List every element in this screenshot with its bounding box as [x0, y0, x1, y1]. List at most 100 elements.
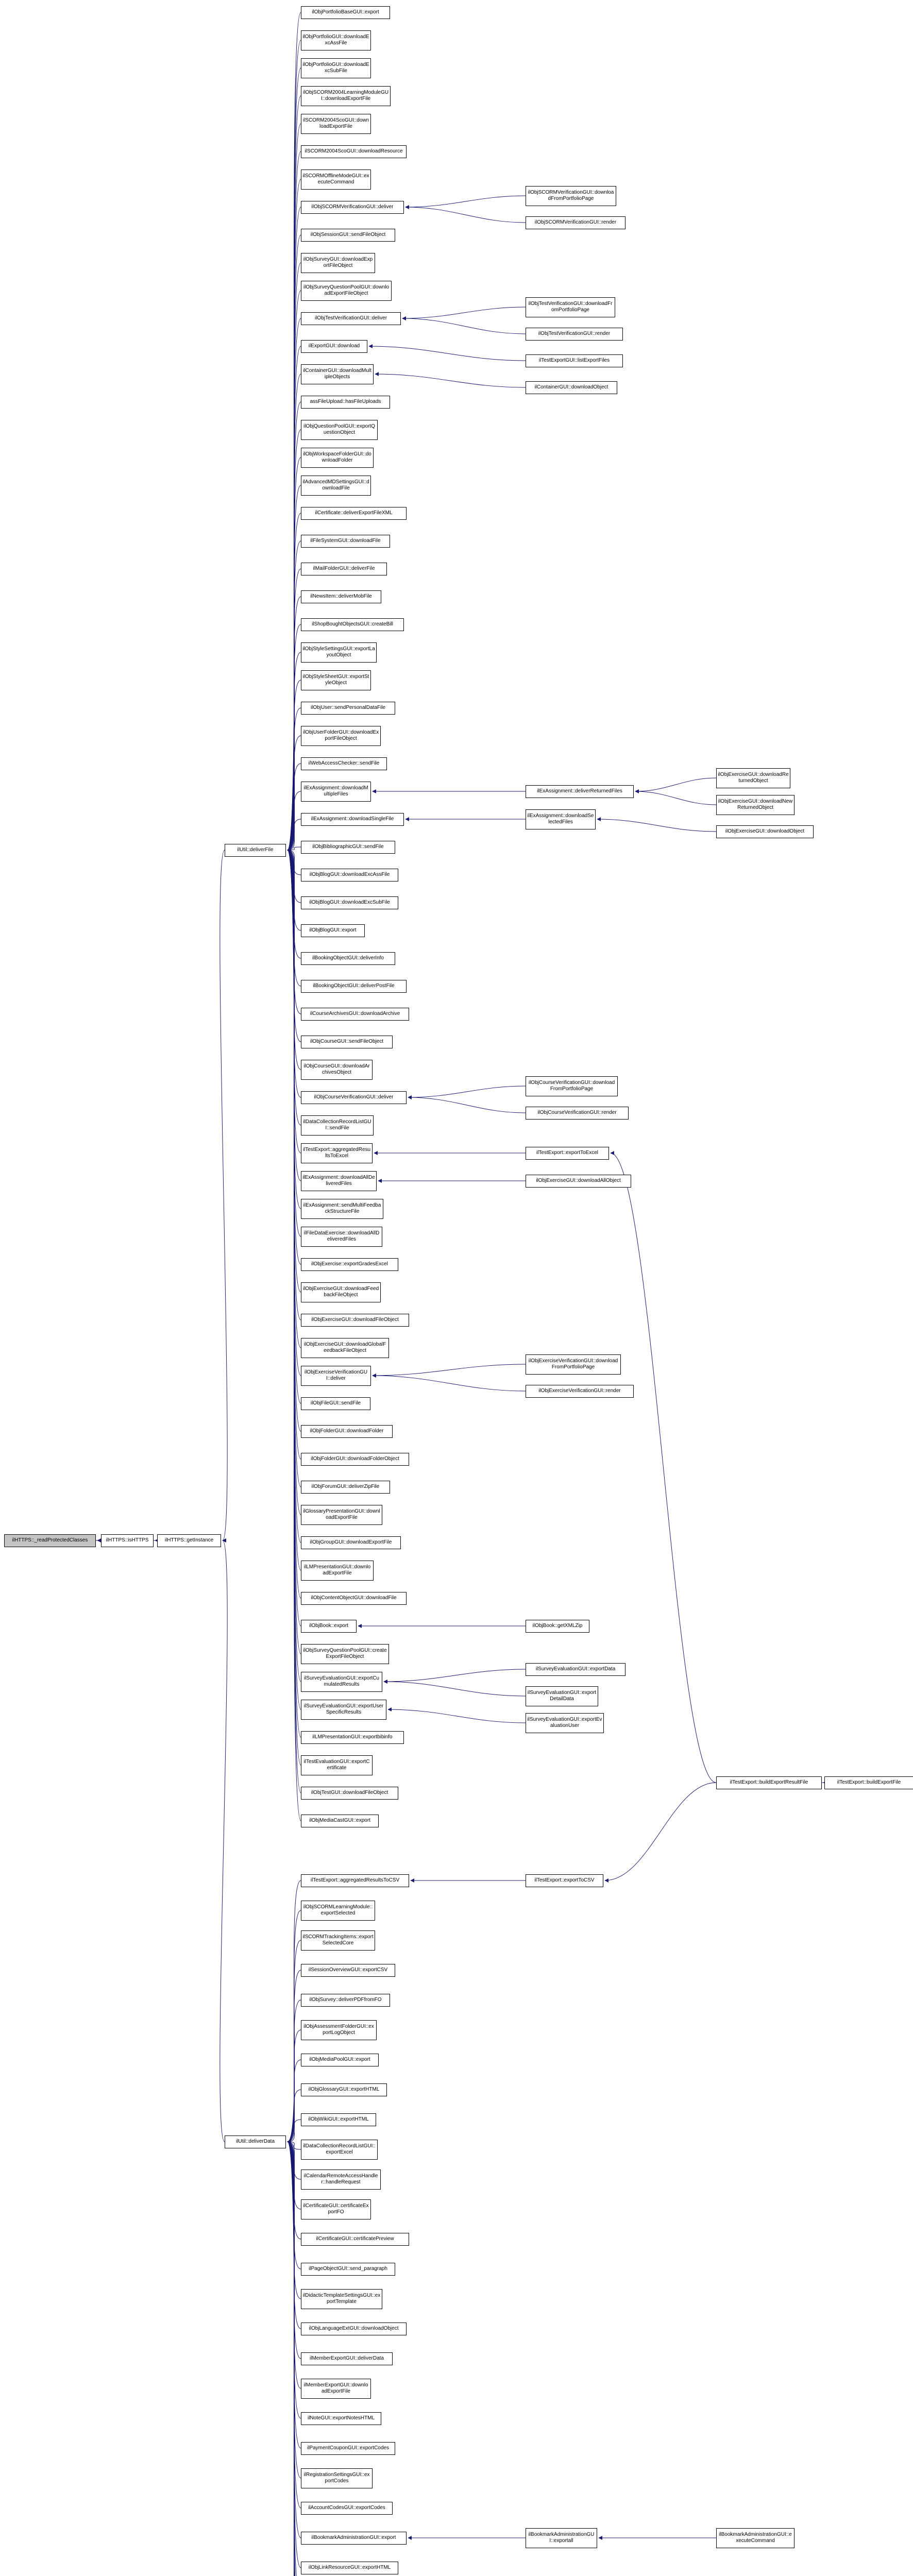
graph-node-b15[interactable]: ilDidacticTemplateSettingsGUI::exportTem… [301, 2289, 382, 2309]
graph-node-r7[interactable]: ilExAssignment::deliverReturnedFiles [526, 785, 634, 798]
graph-node-r5[interactable]: ilTestExportGUI::listExportFiles [526, 354, 623, 367]
graph-node-b18[interactable]: ilMemberExportGUI::downloadExportFile [301, 2378, 371, 2399]
graph-node-b6[interactable]: ilObjAssessmentFolderGUI::exportLogObjec… [301, 2020, 377, 2040]
graph-node-a39[interactable]: ilObjCourseGUI::downloadArchivesObject [301, 1059, 373, 1080]
graph-node-a19[interactable]: ilCertificate::deliverExportFileXML [301, 506, 407, 520]
graph-node-a50[interactable]: ilObjExerciseVerificationGUI::deliver [301, 1365, 371, 1386]
graph-node-a10[interactable]: ilObjSurveyGUI::downloadExportFileObject [301, 252, 375, 273]
graph-node-a32[interactable]: ilObjBlogGUI::downloadExcAssFile [301, 868, 398, 882]
graph-node-a40[interactable]: ilObjCourseVerificationGUI::deliver [301, 1091, 407, 1104]
graph-node-b22[interactable]: ilAccountCodesGUI::exportCodes [301, 2501, 393, 2515]
graph-node-a63[interactable]: ilLMPresentationGUI::exportbibinfo [301, 1731, 404, 1744]
graph-node-a21[interactable]: ilMailFolderGUI::deliverFile [301, 562, 387, 575]
graph-node-b19[interactable]: ilNoteGUI::exportNotesHTML [301, 2412, 381, 2425]
graph-node-r2[interactable]: ilObjSCORMVerificationGUI::render [526, 216, 625, 229]
graph-node-df[interactable]: ilUtil::deliverFile [225, 843, 286, 857]
graph-node-rb2[interactable]: ilBookmarkAdministrationGUI::exportall [526, 2528, 597, 2548]
graph-node-h2[interactable]: ilHTTPS::isHTTPS [101, 1534, 154, 1547]
graph-node-a49[interactable]: ilObjExerciseGUI::downloadGlobalFeedback… [301, 1337, 389, 1358]
graph-node-b7[interactable]: ilObjMediaPoolGUI::export [301, 2053, 379, 2066]
graph-node-a48[interactable]: ilObjExerciseGUI::downloadFileObject [301, 1313, 409, 1327]
graph-node-b23[interactable]: ilBookmarkAdministrationGUI::export [301, 2531, 407, 2545]
graph-node-a55[interactable]: ilGlossaryPresentationGUI::downloadExpor… [301, 1504, 382, 1525]
graph-node-b13[interactable]: ilCertificateGUI::certificatePreview [301, 2232, 409, 2246]
graph-node-b3[interactable]: ilSCORMTrackingItems::exportSelectedCore [301, 1930, 375, 1951]
graph-node-b17[interactable]: ilMemberExportGUI::deliverData [301, 2352, 393, 2365]
graph-node-b2[interactable]: ilObjSCORMLearningModule::exportSelected [301, 1900, 375, 1921]
graph-node-r6[interactable]: ilContainerGUI::downloadObject [526, 381, 617, 394]
graph-node-r10[interactable]: ilObjCourseVerificationGUI::render [526, 1106, 629, 1120]
graph-node-a5[interactable]: ilSCORM2004ScoGUI::downloadExportFile [301, 113, 371, 134]
graph-node-r4[interactable]: ilObjTestVerificationGUI::render [526, 327, 623, 341]
graph-node-b14[interactable]: ilPageObjectGUI::send_paragraph [301, 2262, 395, 2276]
graph-node-a57[interactable]: ilLMPresentationGUI::downloadExportFile [301, 1560, 374, 1581]
graph-node-b24[interactable]: ilObjLinkResourceGUI::exportHTML [301, 2561, 398, 2574]
graph-node-a58[interactable]: ilObjContentObjectGUI::downloadFile [301, 1591, 407, 1605]
graph-node-a60[interactable]: ilObjSurveyQuestionPoolGUI::createExport… [301, 1643, 389, 1664]
graph-node-f5[interactable]: ilTestExport::buildExportFile [824, 1776, 913, 1789]
graph-node-b10[interactable]: ilDataCollectionRecordListGUI::exportExc… [301, 2139, 378, 2160]
graph-node-a38[interactable]: ilObjCourseGUI::sendFileObject [301, 1035, 393, 1048]
graph-node-r15[interactable]: ilObjBook::getXMLZip [526, 1619, 589, 1633]
graph-node-f4[interactable]: ilTestExport::buildExportResultFile [716, 1776, 822, 1789]
graph-node-b5[interactable]: ilObjSurvey::deliverPDFfromFO [301, 1993, 390, 2007]
graph-node-b9[interactable]: ilObjWikiGUI::exportHTML [301, 2113, 376, 2126]
graph-node-a17[interactable]: ilObjWorkspaceFolderGUI::downloadFolder [301, 447, 374, 468]
graph-node-f3[interactable]: ilObjExerciseGUI::downloadObject [716, 825, 814, 838]
graph-node-a12[interactable]: ilObjTestVerificationGUI::deliver [301, 312, 401, 325]
graph-node-f1[interactable]: ilObjExerciseGUI::downloadReturnedObject [716, 768, 790, 788]
graph-node-dd[interactable]: ilUtil::deliverData [225, 2135, 286, 2148]
graph-node-a22[interactable]: ilNewsItem::deliverMobFile [301, 590, 381, 603]
graph-node-a1[interactable]: ilObjPortfolioBaseGUI::export [301, 6, 390, 19]
graph-node-a29[interactable]: ilExAssignment::downloadMultipleFiles [301, 781, 371, 802]
graph-node-a15[interactable]: assFileUpload::hasFileUploads [301, 395, 390, 409]
graph-node-r17[interactable]: ilSurveyEvaluationGUI::exportDetailData [526, 1686, 598, 1706]
graph-node-a34[interactable]: ilObjBlogGUI::export [301, 924, 365, 937]
graph-node-a9[interactable]: ilObjSessionGUI::sendFileObject [301, 228, 395, 242]
graph-node-a36[interactable]: ilBookingObjectGUI::deliverPostFile [301, 979, 407, 993]
graph-node-a53[interactable]: ilObjFolderGUI::downloadFolderObject [301, 1452, 409, 1466]
graph-node-r14[interactable]: ilObjExerciseVerificationGUI::render [526, 1384, 634, 1398]
graph-node-a20[interactable]: ilFileSystemGUI::downloadFile [301, 534, 390, 548]
graph-node-b16[interactable]: ilObjLanguageExtGUI::downloadObject [301, 2322, 407, 2335]
graph-node-f2[interactable]: ilObjExerciseGUI::downloadNewReturnedObj… [716, 794, 794, 815]
graph-node-a43[interactable]: ilExAssignment::downloadAllDeliveredFile… [301, 1171, 377, 1191]
graph-node-b21[interactable]: ilRegistrationSettingsGUI::exportCodes [301, 2468, 373, 2488]
graph-node-a66[interactable]: ilObjMediaCastGUI::export [301, 1814, 379, 1827]
graph-node-a30[interactable]: ilExAssignment::downloadSingleFile [301, 812, 404, 826]
graph-node-a31[interactable]: ilObjBibliographicGUI::sendFile [301, 840, 395, 854]
graph-node-a35[interactable]: ilBookingObjectGUI::deliverInfo [301, 952, 395, 965]
graph-node-r11[interactable]: ilTestExport::exportToExcel [526, 1146, 609, 1160]
graph-node-r8[interactable]: ilExAssignment::downloadSelectedFiles [526, 809, 596, 829]
graph-node-a42[interactable]: ilTestExport::aggregatedResultsToExcel [301, 1143, 373, 1163]
graph-node-a65[interactable]: ilObjTestGUI::downloadFileObject [301, 1786, 398, 1800]
graph-node-b11[interactable]: ilCalendarRemoteAccessHandler::handleReq… [301, 2169, 381, 2190]
graph-node-a18[interactable]: ilAdvancedMDSettingsGUI::downloadFile [301, 475, 371, 496]
graph-node-b20[interactable]: ilPaymentCouponGUI::exportCodes [301, 2442, 395, 2455]
graph-node-r3[interactable]: ilObjTestVerificationGUI::downloadFromPo… [526, 297, 615, 317]
graph-node-r18[interactable]: ilSurveyEvaluationGUI::exportEvaluationU… [526, 1713, 604, 1733]
graph-node-a64[interactable]: ilTestEvaluationGUI::exportCertificate [301, 1755, 373, 1775]
graph-node-a2[interactable]: ilObjPortfolioGUI::downloadExcAssFile [301, 30, 371, 50]
graph-node-r12[interactable]: ilObjExerciseGUI::downloadAllObject [526, 1174, 631, 1188]
graph-node-a52[interactable]: ilObjFolderGUI::downloadFolder [301, 1425, 393, 1438]
graph-node-a62[interactable]: ilSurveyEvaluationGUI::exportUserSpecifi… [301, 1699, 386, 1720]
graph-node-h3[interactable]: ilHTTPS::getInstance [157, 1534, 221, 1547]
graph-node-a44[interactable]: ilExAssignment::sendMultiFeedbackStructu… [301, 1198, 383, 1219]
graph-node-a37[interactable]: ilCourseArchivesGUI::downloadArchive [301, 1007, 409, 1021]
graph-node-a46[interactable]: ilObjExercise::exportGradesExcel [301, 1258, 398, 1271]
graph-node-r9[interactable]: ilObjCourseVerificationGUI::downloadFrom… [526, 1076, 618, 1096]
graph-node-a28[interactable]: ilWebAccessChecker::sendFile [301, 757, 387, 770]
graph-node-rb1[interactable]: ilTestExport::exportToCSV [526, 1874, 603, 1887]
graph-node-a6[interactable]: ilSCORM2004ScoGUI::downloadResource [301, 145, 407, 158]
graph-node-a54[interactable]: ilObjForumGUI::deliverZipFile [301, 1480, 390, 1494]
graph-node-a61[interactable]: ilSurveyEvaluationGUI::exportCumulatedRe… [301, 1671, 382, 1692]
graph-node-a13[interactable]: ilExportGUI::download [301, 340, 367, 353]
graph-node-r13[interactable]: ilObjExerciseVerificationGUI::downloadFr… [526, 1354, 621, 1375]
graph-node-a23[interactable]: ilShopBoughtObjectsGUI::createBill [301, 618, 404, 631]
graph-node-a8[interactable]: ilObjSCORMVerificationGUI::deliver [301, 200, 404, 214]
graph-node-a24[interactable]: ilObjStyleSettingsGUI::exportLayoutObjec… [301, 642, 377, 663]
graph-node-a56[interactable]: ilObjGroupGUI::downloadExportFile [301, 1536, 401, 1549]
graph-node-a59[interactable]: ilObjBook::export [301, 1619, 357, 1633]
graph-node-a26[interactable]: ilObjUser::sendPersonalDataFile [301, 701, 395, 715]
